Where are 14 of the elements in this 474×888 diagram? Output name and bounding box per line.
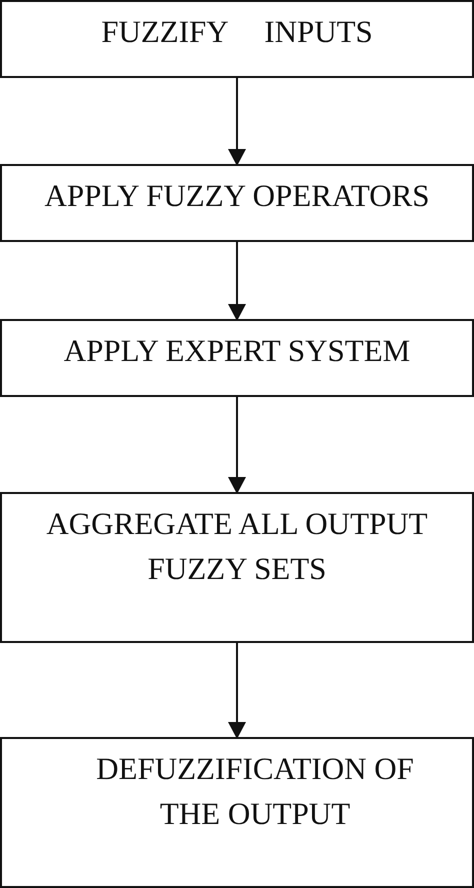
step-text: APPLY FUZZY OPERATORS	[44, 178, 430, 213]
process-box	[0, 319, 474, 397]
process-box	[0, 0, 474, 78]
step-text: AGGREGATE ALL OUTPUT FUZZY SETS	[46, 506, 428, 586]
process-box	[0, 737, 474, 888]
step-text: APPLY EXPERT SYSTEM	[64, 333, 410, 368]
arrow	[228, 397, 246, 494]
arrow	[228, 242, 246, 321]
arrow	[228, 643, 246, 739]
step-text: FUZZIFY INPUTS	[101, 14, 373, 49]
step-text: DEFUZZIFICATION OF THE OUTPUT	[96, 751, 414, 831]
arrow	[228, 78, 246, 166]
process-box	[0, 164, 474, 242]
process-box	[0, 492, 474, 643]
